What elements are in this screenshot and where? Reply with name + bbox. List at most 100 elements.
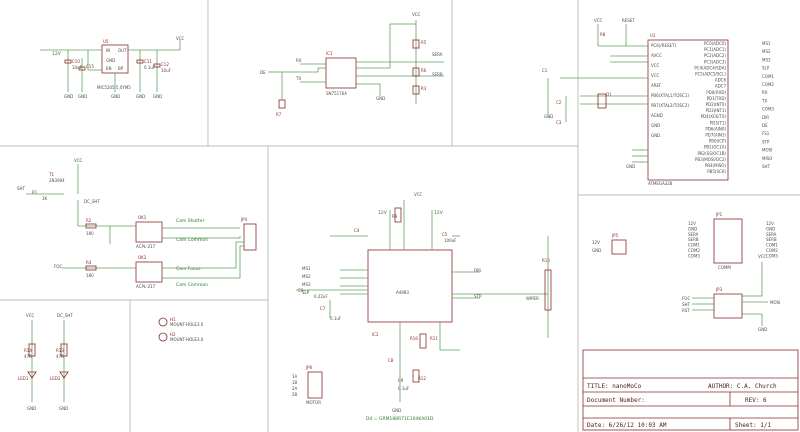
regulator-vcc: VCC [176, 36, 185, 41]
svg-text:GND: GND [592, 248, 601, 253]
svg-text:C3: C3 [556, 120, 562, 125]
mcu-left-pin-label: GND [651, 133, 660, 138]
svg-text:C11: C11 [144, 59, 152, 64]
mcu-right-pin-label: ADC6 [715, 78, 727, 83]
mcu-net-label: STP [762, 139, 770, 144]
author-label: AUTHOR: C.A. Church [708, 383, 777, 390]
svg-text:Cam Focus: Cam Focus [176, 266, 201, 272]
mcu-net-label: MS1 [762, 41, 771, 46]
regulator-12v: 12V [52, 51, 62, 57]
svg-text:H1: H1 [170, 317, 176, 322]
svg-text:FOC: FOC [54, 264, 62, 269]
svg-text:DE: DE [260, 70, 266, 75]
svg-text:12V: 12V [592, 240, 600, 245]
svg-text:TX: TX [295, 76, 301, 81]
mcu-net-labels: MS1MS2MS3SLPCOM1COM2RXTXCOM3DIRDEFS1STPM… [761, 41, 774, 169]
svg-text:RST: RST [682, 308, 690, 313]
mcu-left-pins: PC6(/RESET)AVCCVCCVCCAREFPB6(XTAL1/TOSC1… [651, 43, 689, 138]
driver-name: IC2 [372, 332, 379, 337]
mcu-left-pin-label: PC6(/RESET) [651, 43, 676, 48]
com-right-label: COM3 [766, 253, 778, 258]
mcu-net-label: FS1 [762, 131, 770, 136]
title-label: TITLE: nanoMoCo [587, 383, 642, 390]
mcu-net-label: SLP [762, 66, 770, 71]
svg-text:ACPL-217: ACPL-217 [136, 284, 156, 289]
svg-text:DIR: DIR [474, 268, 481, 273]
svg-text:Cam Shutter: Cam Shutter [176, 218, 205, 224]
svg-text:1A: 1A [292, 374, 298, 379]
svg-text:MS1: MS1 [302, 266, 311, 271]
mcu-net-label: DE [762, 123, 768, 128]
svg-text:C5: C5 [442, 232, 448, 237]
com-left-label: 12V [688, 221, 696, 226]
svg-text:JP4: JP4 [240, 217, 248, 222]
svg-text:GND: GND [376, 96, 385, 101]
mcu-right-pins: PC0(ADC0)PC1(ADC1)PC2(ADC2)PC3(ADC3)PC4(… [694, 41, 726, 174]
svg-text:JP1: JP1 [715, 212, 723, 217]
svg-text:R1: R1 [32, 190, 38, 195]
svg-text:RESET: RESET [622, 18, 635, 23]
svg-text:GND: GND [136, 94, 145, 99]
svg-text:GND: GND [64, 94, 73, 99]
com-right-label: GND [766, 226, 775, 231]
mcu-right-pin-label: PB2(SS/OC1B) [698, 151, 727, 156]
svg-text:C6: C6 [298, 288, 304, 293]
svg-text:GND: GND [153, 94, 162, 99]
svg-text:470: 470 [24, 354, 32, 359]
driver-part: A4983 [396, 290, 409, 295]
mcu-right-pin-label: PD4(XCK/T0) [701, 114, 727, 119]
com-right-label: COM2 [766, 248, 778, 253]
svg-text:GND: GND [626, 164, 635, 169]
svg-text:C4: C4 [354, 228, 360, 233]
com-left-label: SERA [688, 232, 699, 237]
svg-text:R5: R5 [421, 40, 427, 45]
svg-text:GND: GND [392, 408, 401, 413]
mcu-right-pin-label: PD6(AIN0) [705, 126, 726, 131]
svg-text:100uF: 100uF [444, 238, 457, 243]
rs485-section: IC1 SN75176A VCC DE RX TX SERA SERB R7 R… [260, 12, 444, 117]
mcu-left-pin-label: GND [651, 123, 660, 128]
svg-text:SHT: SHT [682, 302, 691, 307]
svg-text:VCC: VCC [26, 313, 35, 318]
com-left-label: COM3 [688, 253, 700, 258]
svg-text:R7: R7 [276, 112, 282, 117]
svg-text:R15: R15 [542, 258, 550, 263]
svg-text:12V: 12V [434, 210, 444, 216]
mcu-net-label: COM2 [762, 82, 774, 87]
svg-text:R4: R4 [86, 260, 92, 265]
svg-text:JP3: JP3 [715, 287, 723, 292]
svg-text:T1: T1 [48, 172, 54, 177]
svg-text:R13: R13 [56, 348, 64, 353]
mcu-net-label: COM3 [762, 107, 774, 112]
mcu-right-pin-label: PC3(ADC3) [704, 59, 726, 64]
camera-section: VCC T1 2N3904 SHT DC_SHT R1 R2 R4 1K 180… [17, 158, 257, 289]
svg-text:R3: R3 [421, 86, 427, 91]
svg-text:MS2: MS2 [302, 274, 311, 279]
svg-text:LED1: LED1 [18, 376, 29, 381]
svg-text:WIPER: WIPER [526, 296, 539, 301]
svg-text:1K: 1K [42, 196, 48, 201]
com-right-label: COM1 [766, 243, 778, 248]
power-jack-section: JP5 12V GND [592, 233, 627, 255]
svg-text:VCC: VCC [758, 254, 767, 259]
svg-text:MOUNT-HOLE3.0: MOUNT-HOLE3.0 [170, 322, 204, 327]
driver-caption: D4 = GRM188R71E104KA01D [366, 416, 434, 422]
svg-text:C8: C8 [388, 358, 394, 363]
mcu-net-label: RX [762, 90, 768, 95]
svg-text:C9: C9 [398, 378, 404, 383]
svg-text:C7: C7 [320, 306, 326, 311]
motor-section: JP6 MOTOR 1A 1B 2A 2B [292, 365, 323, 405]
svg-text:LED2: LED2 [50, 376, 61, 381]
svg-text:Q1: Q1 [606, 92, 612, 97]
svg-text:R8: R8 [600, 32, 606, 37]
svg-text:VCC: VCC [594, 18, 603, 23]
mcu-net-label: TX [761, 98, 767, 103]
svg-text:VCC: VCC [74, 158, 83, 163]
isp-section: VCC JP3 FOC SHT RST MOSI GND [682, 254, 780, 332]
mcu-net-label: COM1 [762, 74, 774, 79]
mcu-right-pin-label: PB5(SCK) [707, 169, 726, 174]
mcu-right-pin-label: PD0(RXD) [706, 90, 726, 95]
svg-text:MOSI: MOSI [770, 300, 780, 305]
